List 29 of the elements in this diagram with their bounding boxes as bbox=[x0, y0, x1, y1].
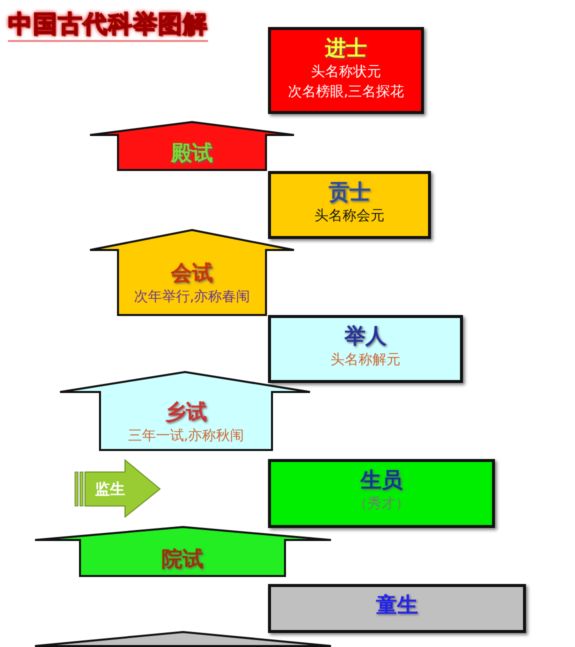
stage-note: 次年举行,亦称春闱 bbox=[134, 288, 250, 307]
right-arrow-shape bbox=[75, 460, 161, 518]
stage-title: 乡试 bbox=[165, 398, 207, 426]
stage-box bbox=[268, 459, 495, 528]
diagram-title: 中国古代科举图解 bbox=[8, 8, 208, 42]
stage-note: 三年一试,亦称秋闱 bbox=[128, 426, 244, 446]
stage-note: 头名称解元 bbox=[330, 351, 400, 370]
stage-title: 殿试 bbox=[171, 140, 213, 167]
stage-title: 会试 bbox=[171, 260, 213, 287]
stage-title: 生员 bbox=[360, 467, 402, 494]
stage-title: 院试 bbox=[162, 546, 204, 572]
up-arrow-shape bbox=[35, 527, 331, 577]
up-arrow-shape bbox=[90, 122, 294, 171]
up-arrow-shape bbox=[90, 230, 294, 316]
stage-title: 进士 bbox=[325, 35, 367, 62]
stage-note: 头名称会元 bbox=[314, 207, 384, 226]
stage-note: 次名榜眼,三名探花 bbox=[288, 83, 404, 102]
stage-box bbox=[268, 171, 431, 239]
stage-note: （秀才） bbox=[354, 495, 410, 514]
stage-title: 贡士 bbox=[328, 179, 370, 206]
stage-box bbox=[268, 315, 463, 383]
stage-title: 童生 bbox=[376, 592, 418, 619]
stage-title: 监生 bbox=[95, 479, 125, 500]
up-arrow-shape bbox=[35, 632, 331, 647]
stage-box bbox=[268, 584, 526, 633]
stage-box bbox=[268, 27, 424, 114]
up-arrow-shape bbox=[60, 372, 310, 451]
stage-note: 头名称状元 bbox=[311, 63, 381, 82]
stage-title: 举人 bbox=[344, 323, 386, 350]
